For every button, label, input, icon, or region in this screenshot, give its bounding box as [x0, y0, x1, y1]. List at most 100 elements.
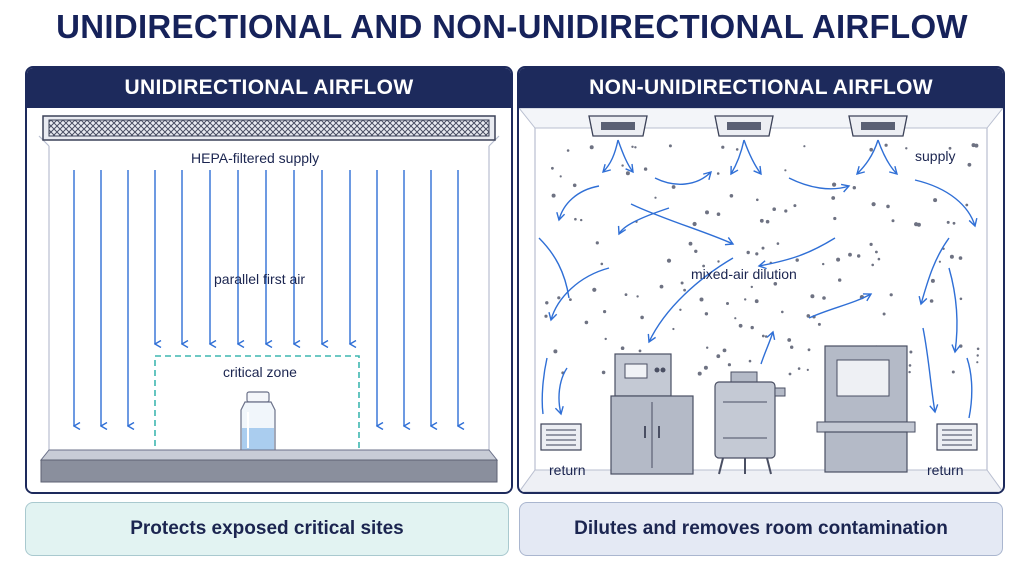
particle-dot — [551, 166, 554, 170]
unidirectional-panel: UNIDIRECTIONAL AIRFLOW — [25, 66, 513, 494]
particle-dot — [951, 370, 955, 374]
particle-dot — [807, 348, 811, 352]
mixed-airflow-arrows — [538, 139, 978, 419]
particle-dot — [553, 349, 558, 354]
particle-dot — [636, 295, 639, 298]
particle-dot — [869, 242, 873, 246]
return-grille-icon — [936, 423, 978, 451]
particle-dot — [735, 148, 739, 151]
particle-dot — [638, 349, 642, 353]
particle-dot — [671, 185, 676, 189]
particle-dot — [938, 260, 941, 263]
particle-dot — [704, 312, 709, 316]
particle-dot — [631, 145, 634, 148]
particle-dot — [971, 143, 976, 148]
particle-dot — [620, 346, 625, 350]
particle-dot — [822, 262, 825, 266]
particle-dot — [761, 334, 765, 338]
unidirectional-diagram — [27, 108, 511, 492]
particle-dot — [793, 204, 797, 208]
particle-dot — [806, 368, 809, 371]
particle-dot — [692, 221, 697, 227]
particle-dot — [748, 359, 752, 363]
particle-dot — [908, 364, 912, 367]
particle-dot — [584, 320, 589, 325]
particle-dot — [889, 293, 893, 297]
particle-dot — [877, 257, 881, 261]
particle-dot — [601, 370, 606, 375]
return-label-left: return — [549, 462, 586, 478]
particle-dot — [765, 219, 770, 224]
particle-dot — [716, 354, 721, 359]
return-grille-icon — [540, 423, 582, 451]
particle-dot — [781, 310, 784, 314]
particle-dot — [784, 209, 788, 213]
hepa-supply-label: HEPA-filtered supply — [191, 150, 320, 166]
particle-dot — [822, 296, 826, 300]
particle-dot — [905, 147, 908, 150]
particle-dot — [759, 218, 764, 223]
particle-dot — [557, 296, 561, 300]
particle-dot — [776, 242, 780, 245]
critical-zone-label: critical zone — [223, 364, 297, 380]
particle-dot — [697, 371, 702, 376]
ceiling-diffuser-icon — [714, 115, 774, 137]
particle-dot — [625, 171, 630, 176]
mixing-vessel-icon — [714, 371, 786, 475]
particle-dot — [702, 264, 705, 268]
particle-dot — [886, 204, 890, 209]
particle-dot — [716, 172, 720, 175]
particle-dot — [705, 210, 709, 215]
particle-dot — [871, 263, 874, 267]
particle-dot — [604, 337, 607, 341]
particle-dot — [727, 363, 731, 367]
particle-dot — [566, 149, 570, 152]
particle-dot — [958, 256, 963, 260]
particle-dot — [949, 254, 954, 259]
particle-dot — [750, 325, 754, 330]
particle-dot — [634, 146, 637, 149]
airborne-particles — [544, 143, 980, 376]
vial-icon — [240, 391, 276, 459]
particle-dot — [930, 278, 935, 283]
supply-label: supply — [915, 148, 956, 164]
particle-dot — [621, 164, 624, 167]
particle-dot — [754, 299, 759, 304]
particle-dot — [746, 250, 750, 255]
non-unidirectional-caption: Dilutes and removes room contamination — [519, 502, 1003, 556]
particle-dot — [545, 301, 549, 305]
particle-dot — [764, 335, 768, 338]
particle-dot — [773, 282, 778, 286]
particle-dot — [891, 219, 895, 223]
return-label-right: return — [927, 462, 964, 478]
particle-dot — [909, 350, 913, 354]
particle-dot — [933, 198, 938, 203]
particle-dot — [722, 348, 727, 353]
particle-dot — [848, 252, 852, 257]
particle-dot — [726, 302, 729, 305]
particle-dot — [838, 278, 842, 282]
particle-dot — [744, 298, 747, 301]
particle-dot — [761, 246, 765, 250]
hepa-filter — [42, 115, 496, 141]
particle-dot — [806, 314, 811, 318]
particle-dot — [784, 169, 787, 172]
particle-dot — [717, 260, 720, 263]
particle-dot — [595, 241, 599, 245]
particle-dot — [600, 262, 604, 266]
particle-dot — [640, 315, 644, 320]
particle-dot — [803, 145, 806, 148]
particle-dot — [666, 258, 672, 263]
oven-unit-icon — [816, 345, 916, 473]
particle-dot — [875, 250, 878, 254]
particle-dot — [869, 147, 873, 152]
particle-dot — [772, 207, 776, 211]
particle-dot — [672, 327, 675, 331]
particle-dot — [721, 145, 725, 149]
non-unidirectional-diagram — [519, 108, 1003, 492]
particle-dot — [882, 312, 886, 316]
particle-dot — [738, 323, 743, 328]
particle-dot — [668, 144, 672, 148]
particle-dot — [706, 346, 709, 349]
particle-dot — [589, 145, 594, 150]
